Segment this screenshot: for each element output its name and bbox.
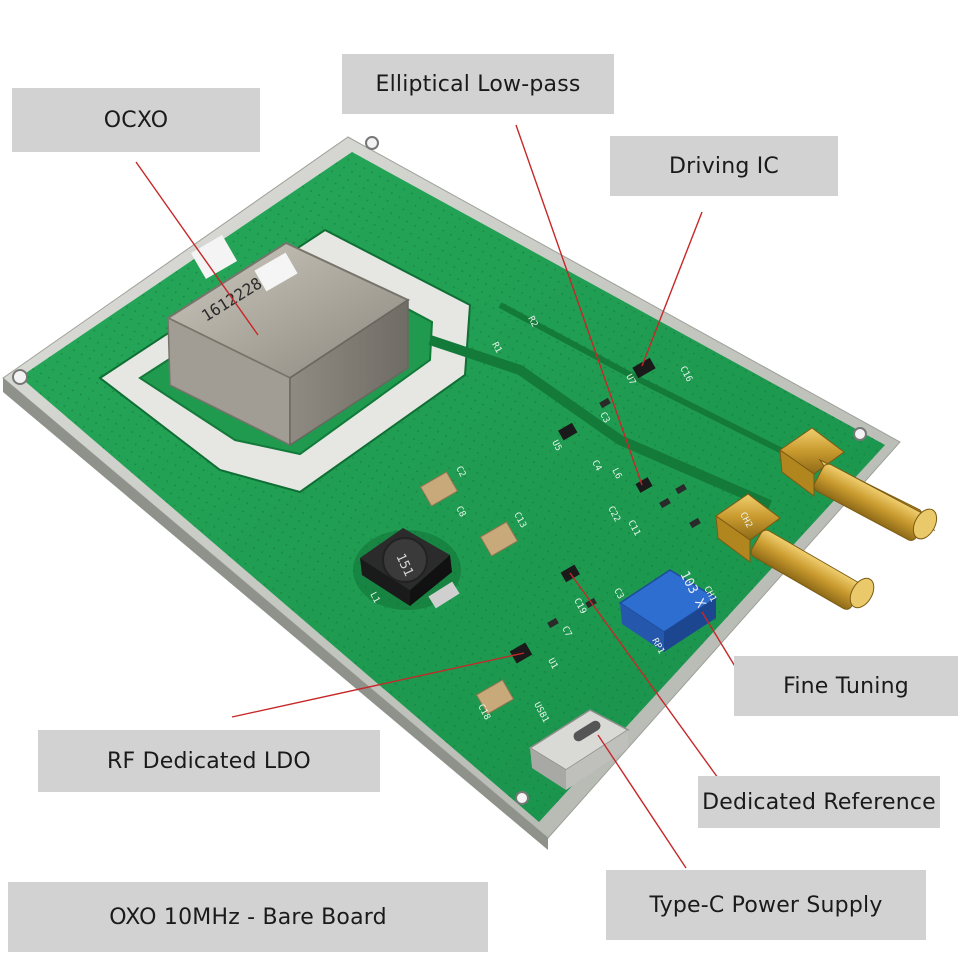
- shield-frame-edge: [3, 378, 548, 850]
- mount-hole: [853, 427, 867, 441]
- silk-r2: R2: [525, 315, 539, 329]
- label-driving-ic-text: Driving IC: [669, 153, 779, 179]
- label-typec-power: Type-C Power Supply: [606, 870, 926, 940]
- pointer-ocxo: [135, 161, 259, 336]
- silk-u5: U5: [549, 439, 563, 453]
- label-ldo-text: RF Dedicated LDO: [107, 748, 311, 774]
- silk-l1: L1: [367, 591, 381, 605]
- pointer-driving-ic: [641, 211, 703, 367]
- label-product-text: OXO 10MHz - Bare Board: [109, 904, 387, 930]
- mount-hole: [365, 136, 379, 150]
- usb-c-connector: [528, 709, 630, 790]
- silk-c2: C2: [453, 465, 467, 479]
- label-rf-ldo: RF Dedicated LDO: [38, 730, 380, 792]
- label-fine-tuning: Fine Tuning: [734, 656, 958, 716]
- silk-c8: C8: [453, 505, 467, 519]
- label-product-name: OXO 10MHz - Bare Board: [8, 882, 488, 952]
- silk-l6: L6: [609, 467, 623, 481]
- rf-trace: [428, 335, 772, 510]
- label-driving-ic: Driving IC: [610, 136, 838, 196]
- silk-r1: R1: [489, 341, 503, 355]
- pointer-fine-tuning: [701, 611, 737, 669]
- pointer-reference: [569, 572, 719, 779]
- pointer-lowpass: [515, 124, 643, 486]
- mount-hole: [12, 369, 28, 385]
- silk-c4: C4: [589, 459, 603, 473]
- capacitors: [419, 471, 519, 715]
- label-dedicated-reference: Dedicated Reference: [698, 776, 940, 828]
- ocxo-sticker: [254, 252, 298, 292]
- label-lowpass-text: Elliptical Low-pass: [375, 71, 581, 97]
- silk-u1: U1: [545, 657, 559, 671]
- label-fine-tuning-text: Fine Tuning: [783, 673, 909, 699]
- ocxo-side-right: [289, 298, 409, 447]
- trimmer-rp1: 103 X: [618, 569, 718, 652]
- sma-connector-bottom: [715, 493, 875, 610]
- mount-hole: [515, 791, 529, 805]
- pointer-typec: [597, 734, 687, 869]
- silk-u7: U7: [623, 373, 637, 387]
- ocxo-can: 1612228: [165, 241, 411, 447]
- qr-code: [190, 235, 238, 279]
- label-reference-text: Dedicated Reference: [702, 789, 936, 815]
- silk-c7: C7: [559, 625, 573, 639]
- inductor-l1: 151: [353, 528, 461, 610]
- pointer-lines: [135, 124, 737, 869]
- label-elliptical-lowpass: Elliptical Low-pass: [342, 54, 614, 114]
- pointer-ldo: [231, 652, 525, 718]
- rf-trace-2: [498, 302, 792, 458]
- label-ocxo-text: OCXO: [103, 107, 169, 133]
- label-ocxo: OCXO: [12, 88, 260, 152]
- silk-c3b: C3: [611, 587, 625, 601]
- silk-c3: C3: [597, 411, 611, 425]
- sma-connector-top: [779, 427, 938, 541]
- label-typec-text: Type-C Power Supply: [649, 892, 883, 918]
